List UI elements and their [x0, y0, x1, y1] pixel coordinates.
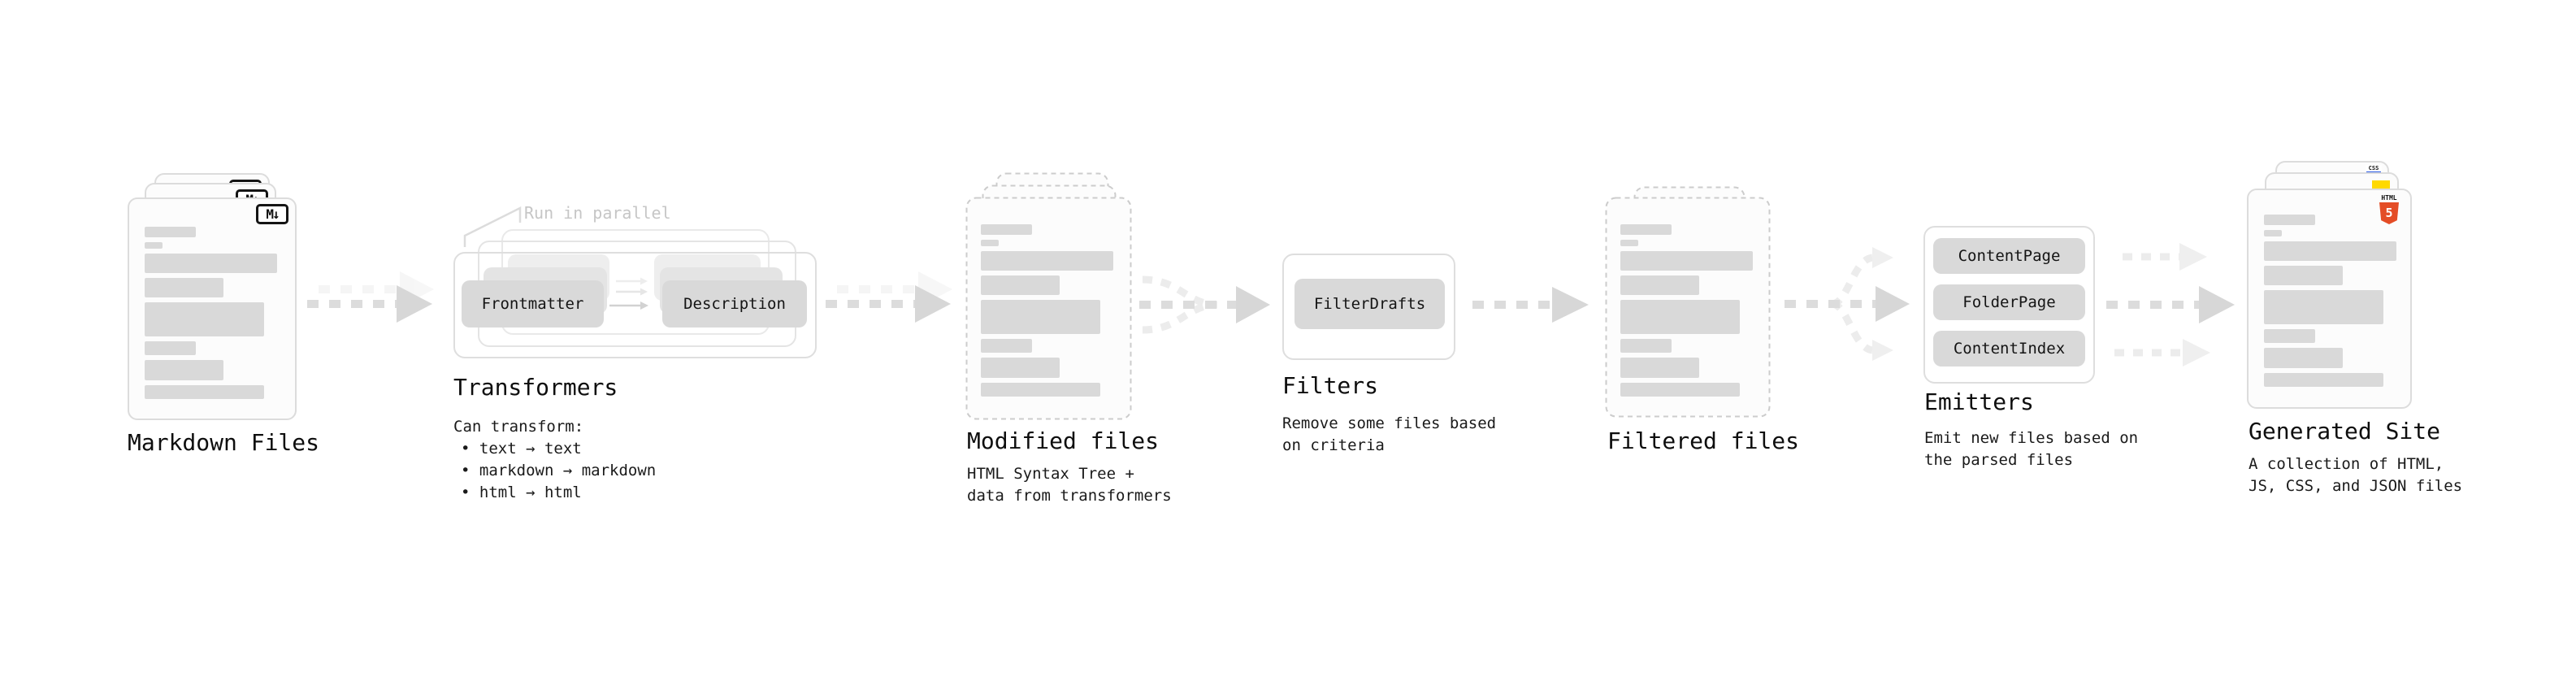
html5-icon: HTML 5	[2378, 194, 2400, 224]
contentpage-plugin-chip: ContentPage	[1933, 238, 2085, 274]
modified-file-card-front	[965, 197, 1132, 420]
desc-line: on criteria	[1282, 436, 1385, 454]
stage-label-modified-files: Modified files	[967, 427, 1160, 454]
flow-arrow-icon	[826, 271, 952, 323]
desc-line: Remove some files based	[1282, 414, 1497, 432]
desc-line: A collection of HTML,	[2249, 455, 2444, 473]
markdown-icon: M↓	[256, 204, 288, 224]
skeleton-bar	[981, 358, 1060, 378]
skeleton-bar	[981, 339, 1032, 353]
doc-skeleton	[1620, 224, 1753, 397]
desc-line: data from transformers	[967, 487, 1172, 505]
skeleton-bar	[145, 227, 196, 237]
doc-skeleton	[2264, 215, 2396, 387]
stage-label-transformers: Transformers	[453, 374, 618, 401]
skeleton-bar	[2264, 348, 2343, 368]
skeleton-bar	[2264, 241, 2396, 261]
html5-icon-shield: 5	[2379, 202, 2399, 224]
stage-label-filters: Filters	[1282, 372, 1379, 399]
skeleton-bar	[2264, 329, 2315, 343]
skeleton-bar	[981, 275, 1060, 295]
skeleton-bar	[1620, 300, 1740, 334]
flow-arrow-icon	[1472, 287, 1589, 323]
skeleton-bar	[2264, 266, 2343, 285]
skeleton-bar	[1620, 383, 1740, 397]
fanout-arrow-icon	[1785, 247, 1910, 361]
markdown-file-card-front: M↓	[128, 197, 297, 420]
filtered-file-card-front	[1605, 197, 1771, 418]
run-in-parallel-annotation: Run in parallel	[524, 203, 671, 223]
transformer-frame-front	[453, 252, 817, 358]
flow-arrow-icon	[307, 271, 434, 323]
transformers-description: Can transform: • text → text • markdown …	[453, 416, 656, 504]
desc-line: Emit new files based on	[1924, 429, 2139, 447]
skeleton-bar	[1620, 339, 1672, 353]
modified-files-description: HTML Syntax Tree + data from transformer…	[967, 463, 1172, 507]
doc-skeleton	[981, 224, 1113, 397]
skeleton-bar	[981, 251, 1113, 271]
skeleton-bar	[981, 300, 1100, 334]
stage-label-generated-site: Generated Site	[2249, 418, 2441, 445]
html5-icon-label: HTML	[2381, 194, 2397, 202]
skeleton-bar	[2264, 215, 2315, 225]
filters-description: Remove some files based on criteria	[1282, 413, 1496, 457]
css-icon-label: CSS	[2368, 165, 2379, 171]
filterdrafts-plugin-chip: FilterDrafts	[1295, 279, 1445, 329]
desc-bullet: • text → text	[461, 440, 582, 458]
emitters-description: Emit new files based on the parsed files	[1924, 427, 2138, 471]
html5-icon-number: 5	[2385, 206, 2393, 220]
skeleton-bar	[1620, 224, 1672, 235]
skeleton-bar	[2264, 230, 2282, 236]
skeleton-bar	[2264, 373, 2383, 387]
triple-arrow-icon	[2106, 243, 2235, 367]
generated-site-description: A collection of HTML, JS, CSS, and JSON …	[2249, 453, 2462, 497]
skeleton-bar	[2264, 290, 2383, 324]
callout-line-icon	[463, 206, 522, 247]
skeleton-bar	[145, 360, 223, 380]
contentindex-plugin-chip: ContentIndex	[1933, 331, 2085, 367]
merge-arrow-icon	[1139, 275, 1270, 334]
skeleton-bar	[145, 302, 264, 336]
stage-label-filtered-files: Filtered files	[1607, 427, 1800, 454]
description-plugin-chip: Description	[662, 280, 807, 327]
skeleton-bar	[981, 240, 999, 246]
skeleton-bar	[1620, 358, 1699, 378]
skeleton-bar	[981, 383, 1100, 397]
stage-label-emitters: Emitters	[1924, 388, 2034, 415]
doc-skeleton	[145, 227, 277, 399]
desc-line: Can transform:	[453, 418, 584, 436]
stage-label-markdown-files: Markdown Files	[128, 429, 320, 456]
desc-bullet: • html → html	[461, 484, 582, 501]
skeleton-bar	[145, 242, 163, 249]
html-file-card: HTML 5	[2247, 189, 2412, 409]
frontmatter-plugin-chip: Frontmatter	[462, 280, 604, 327]
skeleton-bar	[145, 254, 277, 273]
folderpage-plugin-chip: FolderPage	[1933, 284, 2085, 320]
skeleton-bar	[1620, 275, 1699, 295]
desc-line: HTML Syntax Tree +	[967, 465, 1134, 483]
parallel-arrows-icon	[609, 277, 648, 310]
skeleton-bar	[145, 385, 264, 399]
skeleton-bar	[145, 341, 196, 355]
skeleton-bar	[981, 224, 1032, 235]
skeleton-bar	[145, 278, 223, 297]
desc-line: JS, CSS, and JSON files	[2249, 477, 2463, 495]
desc-bullet: • markdown → markdown	[461, 462, 657, 479]
skeleton-bar	[1620, 251, 1753, 271]
desc-line: the parsed files	[1924, 451, 2074, 469]
skeleton-bar	[1620, 240, 1638, 246]
